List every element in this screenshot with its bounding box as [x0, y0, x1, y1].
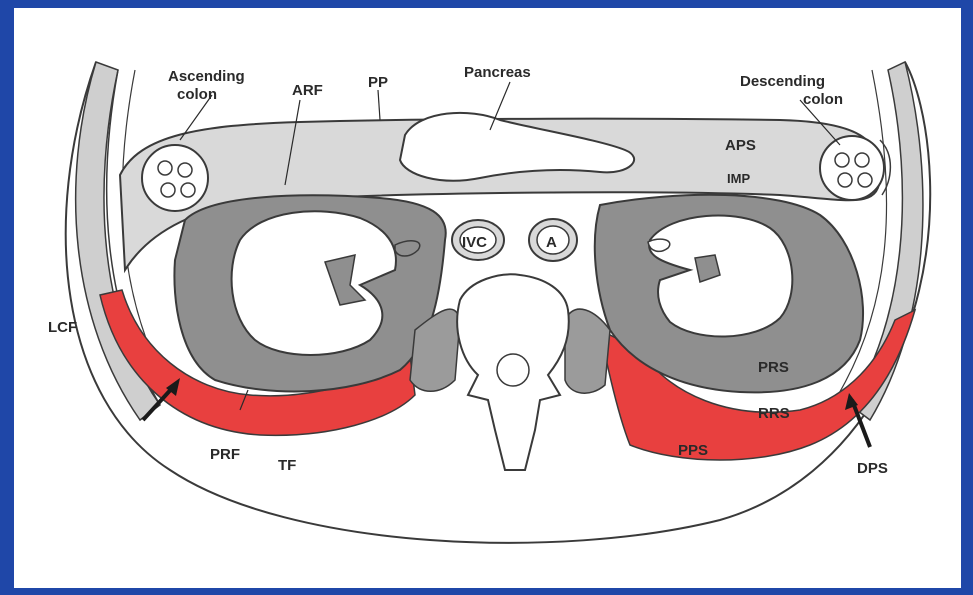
label-ivc: IVC: [462, 234, 487, 251]
label-dps: DPS: [857, 460, 888, 477]
label-arf: ARF: [292, 82, 323, 99]
label-pps: PPS: [678, 442, 708, 459]
label-pp: PP: [368, 74, 388, 91]
label-lcf: LCF: [48, 319, 77, 336]
psoas-right: [565, 309, 610, 393]
label-imp: IMP: [727, 171, 750, 186]
ascending-colon: [142, 145, 208, 211]
label-rrs: RRS: [758, 405, 790, 422]
label-pancreas: Pancreas: [464, 64, 531, 81]
label-ascending-colon-2: colon: [177, 86, 217, 103]
label-aps: APS: [725, 137, 756, 154]
label-aorta: A: [546, 234, 557, 251]
label-prs: PRS: [758, 359, 789, 376]
label-descending-colon-1: Descending: [740, 73, 825, 90]
label-tf: TF: [278, 457, 296, 474]
descending-colon: [820, 136, 884, 200]
label-prf: PRF: [210, 446, 240, 463]
right-kidney: [649, 216, 792, 337]
label-descending-colon-2: colon: [803, 91, 843, 108]
label-ascending-colon-1: Ascending: [168, 68, 245, 85]
